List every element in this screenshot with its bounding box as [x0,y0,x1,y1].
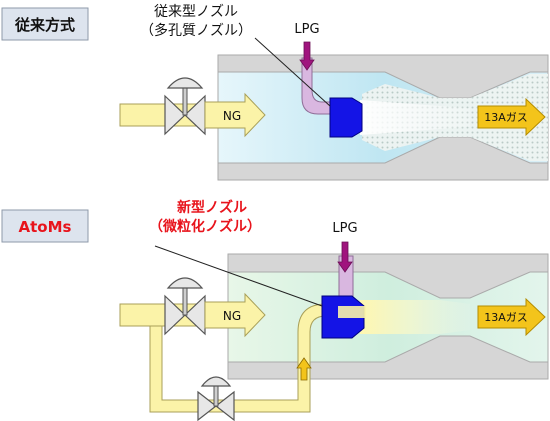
conventional-valve-icon [164,77,206,136]
conventional-section: 従来方式 従来型ノズル （多孔質ノズル） NG LPG [1,4,549,181]
svg-text:13Aガス: 13Aガス [484,311,528,324]
conventional-nozzle-subtitle: （多孔質ノズル） [140,22,252,39]
conventional-lpg-label: LPG [294,22,319,37]
atoms-nozzle-title: 新型ノズル [177,199,247,216]
atoms-label-box [1,209,89,243]
atoms-bypass-valve-icon [197,376,235,421]
conventional-nozzle-icon [329,97,363,138]
conventional-callout-line [254,37,331,107]
conventional-ng-arrow: NG [204,92,266,138]
conventional-output-arrow: 13Aガス [477,97,546,137]
atoms-nozzle-inner [338,306,366,318]
svg-text:NG: NG [223,309,241,323]
atoms-section: AtoMs 新型ノズル （微粒化ノズル） NG [1,199,549,421]
conventional-label-box [1,7,89,41]
atoms-nozzle-subtitle: （微粒化ノズル） [149,218,261,235]
conventional-label: 従来方式 [14,16,75,34]
conventional-spray [360,100,470,135]
conventional-lpg-arrow [299,41,315,71]
atoms-output-arrow: 13Aガス [477,297,546,337]
conventional-nozzle-title: 従来型ノズル [154,4,238,20]
atoms-lpg-arrow [337,241,353,273]
atoms-callout-line [154,245,323,307]
svg-text:NG: NG [223,109,241,123]
atoms-ng-arrow: NG [204,292,266,338]
svg-text:13Aガス: 13Aガス [484,111,528,124]
atoms-label: AtoMs [19,218,72,236]
atoms-spray [360,300,470,334]
atoms-lpg-label: LPG [332,221,357,236]
atoms-bypass-arrow [296,357,312,381]
